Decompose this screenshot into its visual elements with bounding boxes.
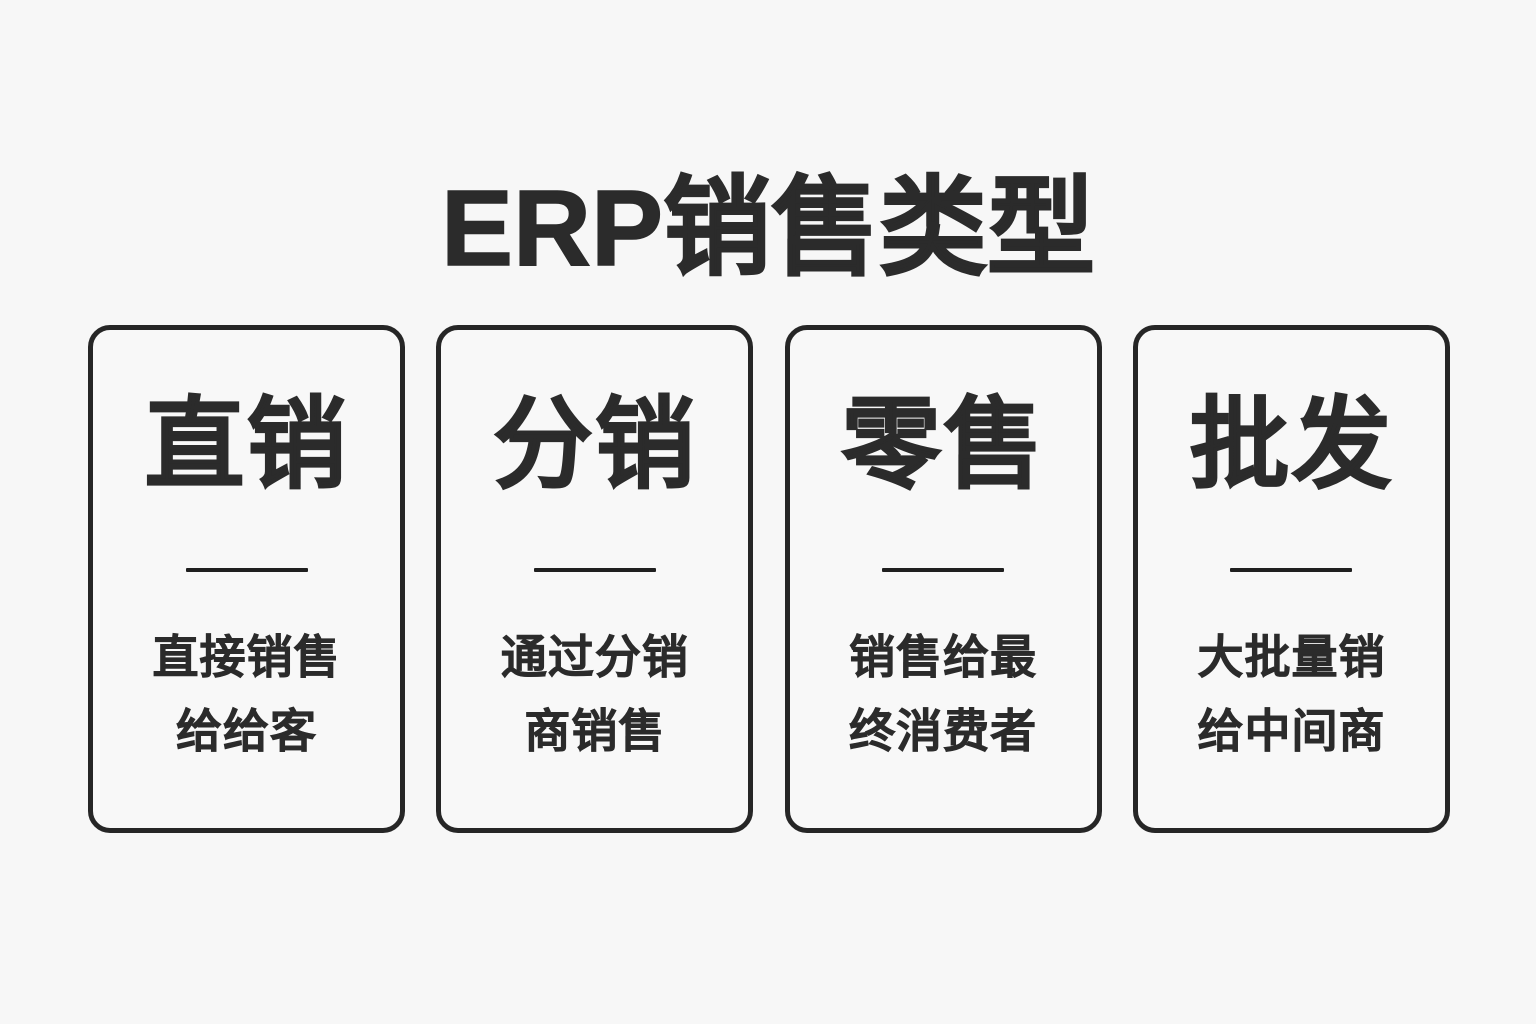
card-headline: 批发 — [1189, 389, 1394, 501]
card-divider-icon — [1230, 568, 1353, 572]
card-description-line-1: 大批量销 — [1197, 631, 1386, 684]
sales-type-card-row: 直销 直接销售 给给客 分销 通过分销 商销售 零售 销售给最 终消费者 — [88, 325, 1450, 833]
sales-type-card-wholesale[interactable]: 批发 大批量销 给中间商 — [1132, 325, 1450, 833]
card-description-line-1: 通过分销 — [500, 631, 689, 684]
card-description: 直接销售 给给客 — [117, 620, 377, 768]
card-description-line-1: 直接销售 — [152, 631, 341, 684]
card-description: 销售给最 终消费者 — [813, 620, 1073, 768]
card-headline: 直销 — [144, 389, 349, 501]
card-divider-icon — [882, 568, 1005, 572]
card-description-line-2: 给中间商 — [1197, 705, 1386, 758]
page-title: ERP销售类型 — [440, 167, 1096, 289]
card-description-line-2: 给给客 — [176, 705, 317, 758]
sales-type-card-direct-sales[interactable]: 直销 直接销售 给给客 — [88, 325, 405, 833]
card-divider-icon — [185, 568, 308, 572]
card-description: 通过分销 商销售 — [465, 620, 725, 768]
card-divider-icon — [533, 568, 656, 572]
card-description-line-1: 销售给最 — [849, 631, 1038, 684]
card-description: 大批量销 给中间商 — [1161, 620, 1421, 768]
sales-type-card-distribution[interactable]: 分销 通过分销 商销售 — [436, 325, 754, 833]
card-headline: 分销 — [492, 389, 697, 501]
sales-type-card-retail[interactable]: 零售 销售给最 终消费者 — [784, 325, 1102, 833]
card-description-line-2: 终消费者 — [849, 705, 1038, 758]
card-description-line-2: 商销售 — [524, 705, 666, 758]
card-headline: 零售 — [841, 389, 1046, 501]
